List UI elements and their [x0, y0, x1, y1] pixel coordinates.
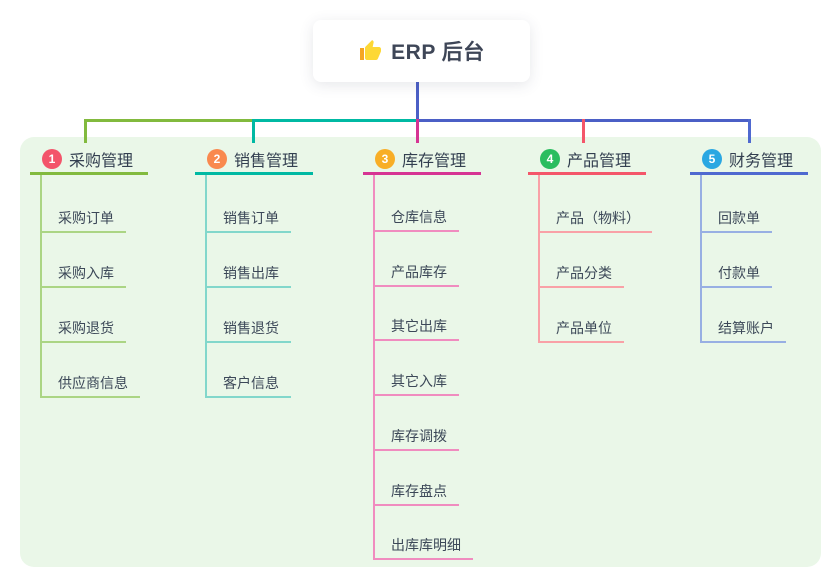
child-node[interactable]: 库存调拨: [373, 424, 459, 451]
branch-header-5[interactable]: 5 财务管理: [690, 146, 808, 175]
branch-label: 产品管理: [567, 153, 632, 170]
branch-trunk-line-5: [700, 175, 702, 343]
branch-label: 财务管理: [729, 153, 794, 170]
child-node[interactable]: 回款单: [700, 206, 772, 233]
branch-number-badge: 5: [702, 149, 722, 169]
branch-drop-line-2: [252, 119, 255, 143]
branch-label: 采购管理: [69, 153, 134, 170]
child-label: 出库库明细: [391, 537, 461, 553]
child-label: 付款单: [718, 265, 760, 281]
child-node[interactable]: 产品（物料）: [538, 206, 652, 233]
child-node[interactable]: 仓库信息: [373, 205, 459, 232]
branch-trunk-line-4: [538, 175, 540, 343]
child-node[interactable]: 采购退货: [40, 316, 126, 343]
top-connector-segment-1: [84, 119, 253, 122]
branch-header-4[interactable]: 4 产品管理: [528, 146, 646, 175]
thumbs-up-icon: [360, 40, 382, 60]
branch-trunk-line-3: [373, 175, 375, 560]
branch-drop-line-4: [582, 119, 585, 143]
child-node[interactable]: 结算账户: [700, 316, 786, 343]
child-label: 销售出库: [223, 265, 279, 281]
child-label: 回款单: [718, 210, 760, 226]
branch-header-2[interactable]: 2 销售管理: [195, 146, 313, 175]
branch-number-badge: 3: [375, 149, 395, 169]
root-connector-line: [416, 82, 419, 122]
child-node[interactable]: 供应商信息: [40, 371, 140, 398]
branch-number-badge: 2: [207, 149, 227, 169]
child-label: 销售退货: [223, 320, 279, 336]
branch-label: 库存管理: [402, 153, 467, 170]
child-node[interactable]: 其它入库: [373, 369, 459, 396]
child-label: 产品单位: [556, 320, 612, 336]
child-label: 产品分类: [556, 265, 612, 281]
child-label: 产品（物料）: [556, 210, 640, 226]
child-node[interactable]: 客户信息: [205, 371, 291, 398]
child-node[interactable]: 销售出库: [205, 261, 291, 288]
child-label: 结算账户: [718, 320, 774, 336]
child-node[interactable]: 产品分类: [538, 261, 624, 288]
root-title: ERP 后台: [391, 41, 485, 64]
child-label: 供应商信息: [58, 375, 128, 391]
child-node[interactable]: 库存盘点: [373, 479, 459, 506]
child-label: 库存盘点: [391, 483, 447, 499]
child-label: 库存调拨: [391, 428, 447, 444]
child-label: 销售订单: [223, 210, 279, 226]
child-node[interactable]: 产品单位: [538, 316, 624, 343]
branch-number-badge: 4: [540, 149, 560, 169]
child-label: 采购退货: [58, 320, 114, 336]
branch-number-badge: 1: [42, 149, 62, 169]
branch-drop-line-5: [748, 119, 751, 143]
child-node[interactable]: 采购订单: [40, 206, 126, 233]
child-label: 产品库存: [391, 264, 447, 280]
top-connector-segment-2: [253, 119, 417, 122]
child-node[interactable]: 产品库存: [373, 260, 459, 287]
root-node[interactable]: ERP 后台: [313, 20, 530, 82]
branch-header-1[interactable]: 1 采购管理: [30, 146, 148, 175]
child-label: 仓库信息: [391, 209, 447, 225]
child-label: 采购订单: [58, 210, 114, 226]
child-node[interactable]: 其它出库: [373, 314, 459, 341]
branch-drop-line-3: [416, 119, 419, 143]
child-label: 客户信息: [223, 375, 279, 391]
branch-header-3[interactable]: 3 库存管理: [363, 146, 481, 175]
branch-label: 销售管理: [234, 153, 299, 170]
child-node[interactable]: 销售订单: [205, 206, 291, 233]
child-node[interactable]: 出库库明细: [373, 533, 473, 560]
child-label: 采购入库: [58, 265, 114, 281]
child-node[interactable]: 采购入库: [40, 261, 126, 288]
child-node[interactable]: 付款单: [700, 261, 772, 288]
child-label: 其它出库: [391, 318, 447, 334]
branches-panel: [20, 137, 821, 567]
child-label: 其它入库: [391, 373, 447, 389]
branch-drop-line-1: [84, 119, 87, 143]
child-node[interactable]: 销售退货: [205, 316, 291, 343]
